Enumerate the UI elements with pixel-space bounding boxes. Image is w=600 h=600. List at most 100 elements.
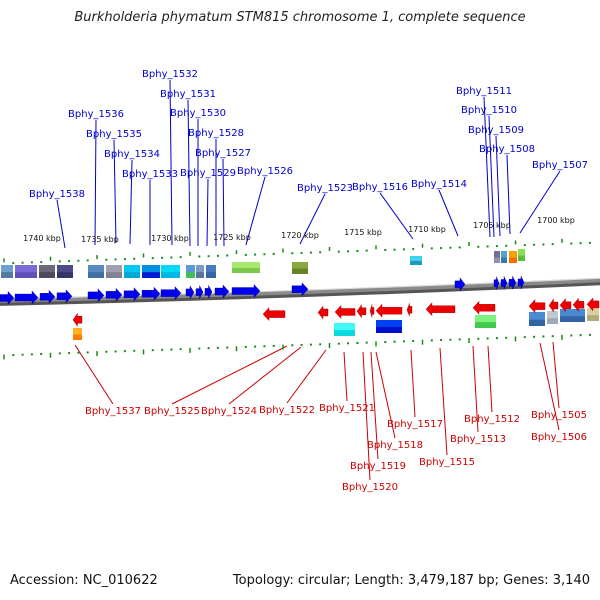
scale-label: 1710 kbp bbox=[408, 225, 446, 234]
forward-connector-line bbox=[438, 189, 459, 237]
reverse-gene-label: Bphy_1537 bbox=[85, 406, 141, 417]
reverse-gene-label: Bphy_1519 bbox=[350, 461, 406, 472]
reverse-gene-arrow bbox=[369, 304, 375, 318]
reverse-gene-label: Bphy_1520 bbox=[342, 482, 398, 493]
reverse-gene-arrow bbox=[586, 297, 600, 312]
feature-box-shade bbox=[494, 257, 500, 263]
forward-gene-label: Bphy_1533 bbox=[122, 169, 178, 180]
feature-box-shade bbox=[106, 272, 122, 278]
forward-connector-line bbox=[379, 192, 414, 240]
reverse-connector-line bbox=[539, 342, 560, 431]
reverse-gene-arrow bbox=[572, 297, 585, 312]
forward-gene-arrow bbox=[185, 285, 195, 300]
reverse-gene-arrow bbox=[559, 298, 572, 313]
feature-box-shade bbox=[560, 316, 585, 322]
forward-gene-label: Bphy_1514 bbox=[411, 179, 467, 190]
forward-gene-arrow bbox=[493, 276, 500, 290]
reverse-gene-label: Bphy_1517 bbox=[387, 419, 443, 430]
forward-gene-label: Bphy_1538 bbox=[29, 189, 85, 200]
forward-connector-line bbox=[299, 193, 326, 245]
reverse-gene-arrow bbox=[334, 304, 356, 319]
reverse-connector-line bbox=[439, 347, 448, 456]
feature-box-shade bbox=[334, 330, 355, 336]
forward-gene-arrow bbox=[39, 289, 56, 304]
feature-box-shade bbox=[161, 272, 180, 278]
forward-gene-label: Bphy_1534 bbox=[104, 149, 160, 160]
forward-gene-arrow bbox=[517, 275, 525, 290]
reverse-gene-arrow bbox=[317, 305, 329, 320]
scale-label: 1730 kbp bbox=[151, 234, 189, 243]
feature-box-shade bbox=[57, 272, 73, 278]
forward-gene-arrow bbox=[214, 284, 230, 299]
scale-label: 1705 kbp bbox=[473, 221, 511, 230]
forward-gene-label: Bphy_1529 bbox=[180, 168, 236, 179]
reverse-gene-label: Bphy_1513 bbox=[450, 434, 506, 445]
forward-connector-line bbox=[56, 199, 66, 249]
feature-box-shade bbox=[124, 272, 140, 278]
forward-gene-label: Bphy_1530 bbox=[170, 108, 226, 119]
reverse-gene-label: Bphy_1518 bbox=[367, 440, 423, 451]
feature-box-shade bbox=[292, 268, 308, 274]
forward-gene-arrow bbox=[204, 285, 213, 299]
forward-gene-label: Bphy_1516 bbox=[352, 182, 408, 193]
forward-connector-line bbox=[495, 135, 501, 237]
feature-box-shade bbox=[15, 272, 37, 278]
reverse-connector-line bbox=[74, 344, 114, 405]
forward-gene-label: Bphy_1508 bbox=[479, 144, 535, 155]
forward-gene-arrow bbox=[291, 282, 309, 297]
forward-connector-line bbox=[129, 159, 133, 245]
feature-box bbox=[410, 256, 422, 265]
reverse-connector-line bbox=[171, 345, 288, 405]
forward-connector-line bbox=[483, 96, 491, 238]
feature-box bbox=[196, 265, 204, 278]
forward-gene-label: Bphy_1532 bbox=[142, 69, 198, 80]
feature-box-shade bbox=[410, 260, 422, 265]
forward-connector-line bbox=[222, 158, 225, 247]
reverse-gene-arrow bbox=[548, 298, 559, 313]
feature-box-shade bbox=[39, 272, 55, 278]
label-connector-lines bbox=[56, 79, 561, 481]
reverse-connector-line bbox=[362, 351, 371, 481]
feature-box bbox=[186, 265, 195, 278]
accession-text: Accession: NC_010622 bbox=[10, 573, 158, 588]
scale-label: 1715 kbp bbox=[344, 228, 382, 237]
forward-connector-line bbox=[506, 154, 511, 235]
reverse-gene-label: Bphy_1512 bbox=[464, 414, 520, 425]
scale-label: 1740 kbp bbox=[23, 234, 61, 243]
forward-connector-line bbox=[187, 99, 191, 247]
reverse-connector-line bbox=[552, 341, 560, 409]
scale-ticks bbox=[3, 238, 591, 360]
reverse-gene-label: Bphy_1505 bbox=[531, 410, 587, 421]
scale-label: 1720 kbp bbox=[281, 231, 319, 240]
forward-gene-label: Bphy_1528 bbox=[188, 128, 244, 139]
forward-gene-label: Bphy_1527 bbox=[195, 148, 251, 159]
reverse-gene-label: Bphy_1524 bbox=[201, 406, 257, 417]
feature-box-shade bbox=[186, 272, 195, 278]
scale-label: 1700 kbp bbox=[537, 216, 575, 225]
feature-box-shade bbox=[73, 334, 82, 340]
map-title: Burkholderia phymatum STM815 chromosome … bbox=[74, 10, 526, 25]
reverse-gene-label: Bphy_1521 bbox=[319, 403, 375, 414]
forward-gene-arrow bbox=[231, 284, 261, 299]
reverse-connector-line bbox=[343, 351, 348, 402]
feature-box-shade bbox=[475, 322, 496, 328]
feature-box bbox=[509, 251, 517, 263]
feature-box-shade bbox=[529, 319, 545, 326]
feature-box-shade bbox=[88, 272, 104, 278]
reverse-gene-label: Bphy_1515 bbox=[419, 457, 475, 468]
forward-gene-arrow bbox=[160, 286, 182, 301]
reverse-connector-line bbox=[370, 351, 379, 460]
forward-gene-arrow bbox=[141, 286, 161, 301]
feature-box-shade bbox=[376, 327, 402, 333]
reverse-gene-arrow bbox=[406, 303, 413, 317]
forward-connector-line bbox=[245, 176, 266, 246]
reverse-gene-label: Bphy_1525 bbox=[144, 406, 200, 417]
forward-connector-line bbox=[488, 115, 495, 238]
feature-box-shade bbox=[547, 318, 558, 324]
reverse-gene-label: Bphy_1522 bbox=[259, 405, 315, 416]
forward-gene-arrow bbox=[195, 285, 204, 299]
forward-gene-arrow bbox=[500, 276, 508, 290]
reverse-connector-line bbox=[472, 345, 479, 433]
